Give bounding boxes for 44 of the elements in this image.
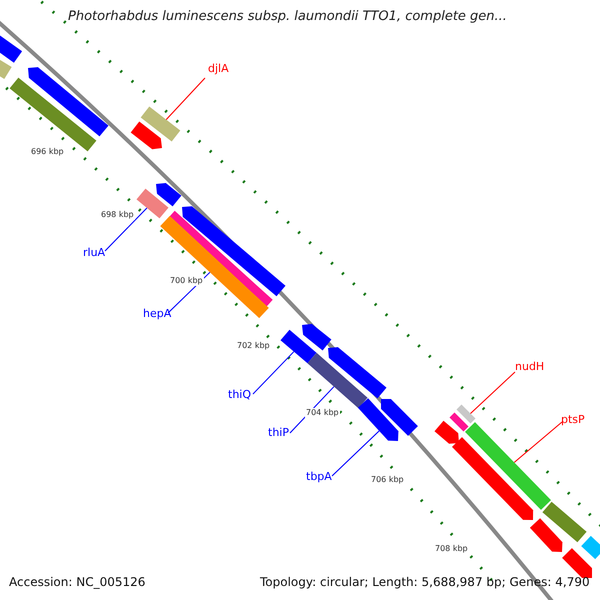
gene-bar (156, 183, 182, 206)
leader-line (470, 372, 516, 414)
leader-line (332, 430, 380, 476)
gene-bar (358, 398, 398, 441)
leader-line (104, 208, 148, 252)
gene-bar (328, 347, 386, 398)
scale-label: 702 kbp (236, 341, 271, 351)
scale-label: 706 kbp (370, 475, 405, 485)
title: Photorhabdus luminescens subsp. laumondii TTO1, complete gen... (68, 10, 507, 23)
gene-bar (434, 420, 459, 444)
gene-bar (130, 122, 162, 150)
gene-bar (136, 188, 168, 218)
gene-bar (307, 352, 368, 408)
gene-bar (450, 412, 468, 432)
gene-label: thiP (268, 427, 289, 438)
gene-label: hepA (143, 308, 172, 319)
gene-label: nudH (515, 361, 544, 372)
gene-bar (280, 330, 316, 364)
gene-bar (381, 399, 418, 436)
scale-label: 696 kbp (30, 147, 65, 157)
scale-label: 700 kbp (169, 276, 204, 286)
gene-bar (28, 67, 108, 136)
leader-line (166, 78, 206, 120)
gene-bar (530, 518, 562, 552)
gene-label: djlA (208, 63, 229, 74)
footer-text: Accession: NC_005126 (9, 576, 146, 588)
gene-bar (581, 536, 600, 560)
gene-label: ptsP (561, 414, 585, 425)
gene-label: rluA (83, 247, 106, 258)
gene-bar (452, 437, 534, 520)
scale-label: 704 kbp (305, 408, 340, 418)
scale-label: 698 kbp (100, 210, 135, 220)
leader-line (252, 351, 294, 394)
gene-label: tbpA (306, 471, 332, 482)
leader-line (514, 422, 562, 463)
gene-bar (302, 324, 332, 350)
scale-label: 708 kbp (434, 544, 469, 554)
gene-bar (140, 106, 180, 142)
gene-bar (465, 422, 551, 510)
gene-bar (456, 404, 476, 424)
gene-label: thiQ (228, 389, 251, 400)
gene-bar (562, 548, 592, 578)
gene-bar (542, 502, 587, 542)
footer-text: Topology: circular; Length: 5,688,987 bp; Genes: 4,790 (260, 576, 590, 588)
